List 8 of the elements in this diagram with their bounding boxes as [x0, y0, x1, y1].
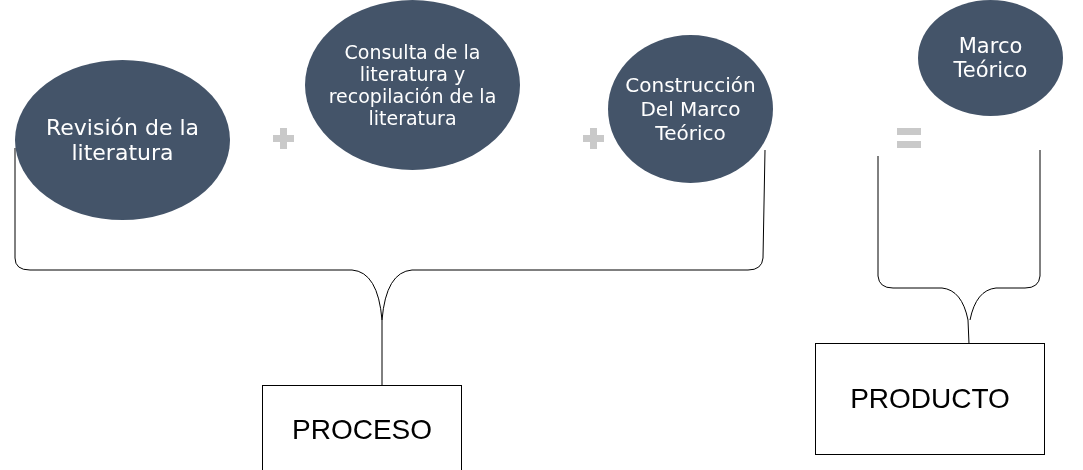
- node-text: Consulta de la literatura y recopilación de la literatura: [327, 41, 498, 129]
- node-text: Construcción Del Marco Teórico: [625, 73, 756, 145]
- node-text: Revisión de la literatura: [45, 115, 200, 165]
- node-text: PRODUCTO: [850, 383, 1010, 415]
- label-box: [262, 385, 462, 470]
- label-box: [815, 343, 1045, 455]
- node-text: PROCESO: [292, 414, 432, 446]
- node-text: Marco Teórico: [952, 34, 1029, 82]
